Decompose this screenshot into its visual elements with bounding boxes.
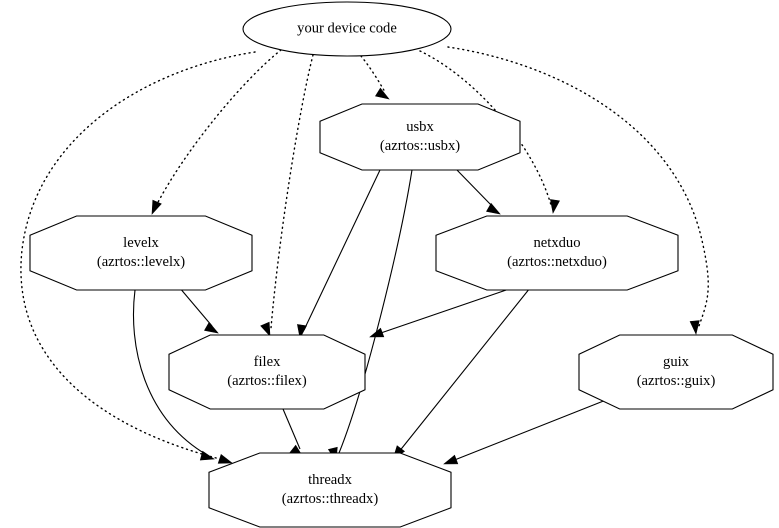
node-guix[interactable]: guix(azrtos::guix)	[578, 334, 774, 410]
node-label-netxduo-package: (azrtos::netxduo)	[507, 254, 607, 270]
node-label-device-primary: your device code	[297, 20, 397, 36]
node-label-usbx-package: (azrtos::usbx)	[380, 138, 460, 154]
node-label-levelx-package: (azrtos::levelx)	[97, 254, 185, 270]
edge-netxduo-to-filex	[369, 286, 516, 338]
edge-usbx-to-netxduo	[454, 167, 501, 215]
node-threadx[interactable]: threadx(azrtos::threadx)	[208, 452, 452, 528]
edge-netxduo-to-threadx	[392, 287, 531, 460]
node-usbx[interactable]: usbx(azrtos::usbx)	[319, 103, 521, 171]
edge-usbx-to-filex	[297, 169, 381, 339]
arrow-head	[443, 454, 459, 465]
arrow-head	[369, 327, 385, 338]
node-label-guix-package: (azrtos::guix)	[637, 373, 716, 389]
edge-levelx-to-filex	[178, 286, 219, 334]
node-label-netxduo-primary: netxduo	[533, 235, 580, 251]
node-levelx[interactable]: levelx(azrtos::levelx)	[29, 215, 253, 291]
node-shape-netxduo	[435, 215, 679, 291]
arrow-head	[689, 320, 700, 335]
edge-device-to-threadx	[20, 51, 256, 464]
node-shape-guix	[578, 334, 774, 410]
node-filex[interactable]: filex(azrtos::filex)	[168, 334, 366, 410]
node-netxduo[interactable]: netxduo(azrtos::netxduo)	[435, 215, 679, 291]
node-shape-filex	[168, 334, 366, 410]
arrow-head	[204, 321, 219, 334]
node-label-levelx-primary: levelx	[123, 235, 159, 251]
node-device[interactable]: your device code	[242, 1, 452, 57]
arrow-head	[550, 199, 560, 214]
node-label-guix-primary: guix	[663, 354, 690, 370]
arrow-head	[260, 321, 271, 337]
node-label-usbx-primary: usbx	[406, 119, 434, 135]
edge-device-to-filex	[260, 54, 314, 337]
edge-levelx-to-threadx	[132, 289, 215, 461]
arrow-head	[375, 87, 390, 100]
edge-device-to-netxduo	[419, 50, 560, 214]
arrow-head	[486, 202, 501, 215]
node-shape-levelx	[29, 215, 253, 291]
node-label-threadx-package: (azrtos::threadx)	[282, 491, 379, 507]
arrow-head	[151, 199, 162, 215]
edge-filex-to-threadx	[282, 408, 304, 458]
node-shape-usbx	[319, 103, 521, 171]
edge-guix-to-threadx	[443, 399, 607, 465]
node-label-threadx-primary: threadx	[308, 472, 352, 488]
edge-device-to-guix	[447, 46, 709, 335]
edge-device-to-levelx	[151, 49, 282, 215]
edge-usbx-to-threadx	[327, 169, 413, 462]
node-shape-device	[242, 1, 452, 57]
node-label-filex-primary: filex	[254, 354, 281, 370]
arrow-head	[199, 450, 215, 461]
edge-device-to-usbx	[360, 55, 390, 100]
node-label-filex-package: (azrtos::filex)	[227, 373, 307, 389]
edges-layer	[20, 46, 709, 465]
node-shape-threadx	[208, 452, 452, 528]
nodes-layer: your device codeusbx(azrtos::usbx)levelx…	[29, 1, 774, 528]
arrow-head	[217, 454, 233, 464]
